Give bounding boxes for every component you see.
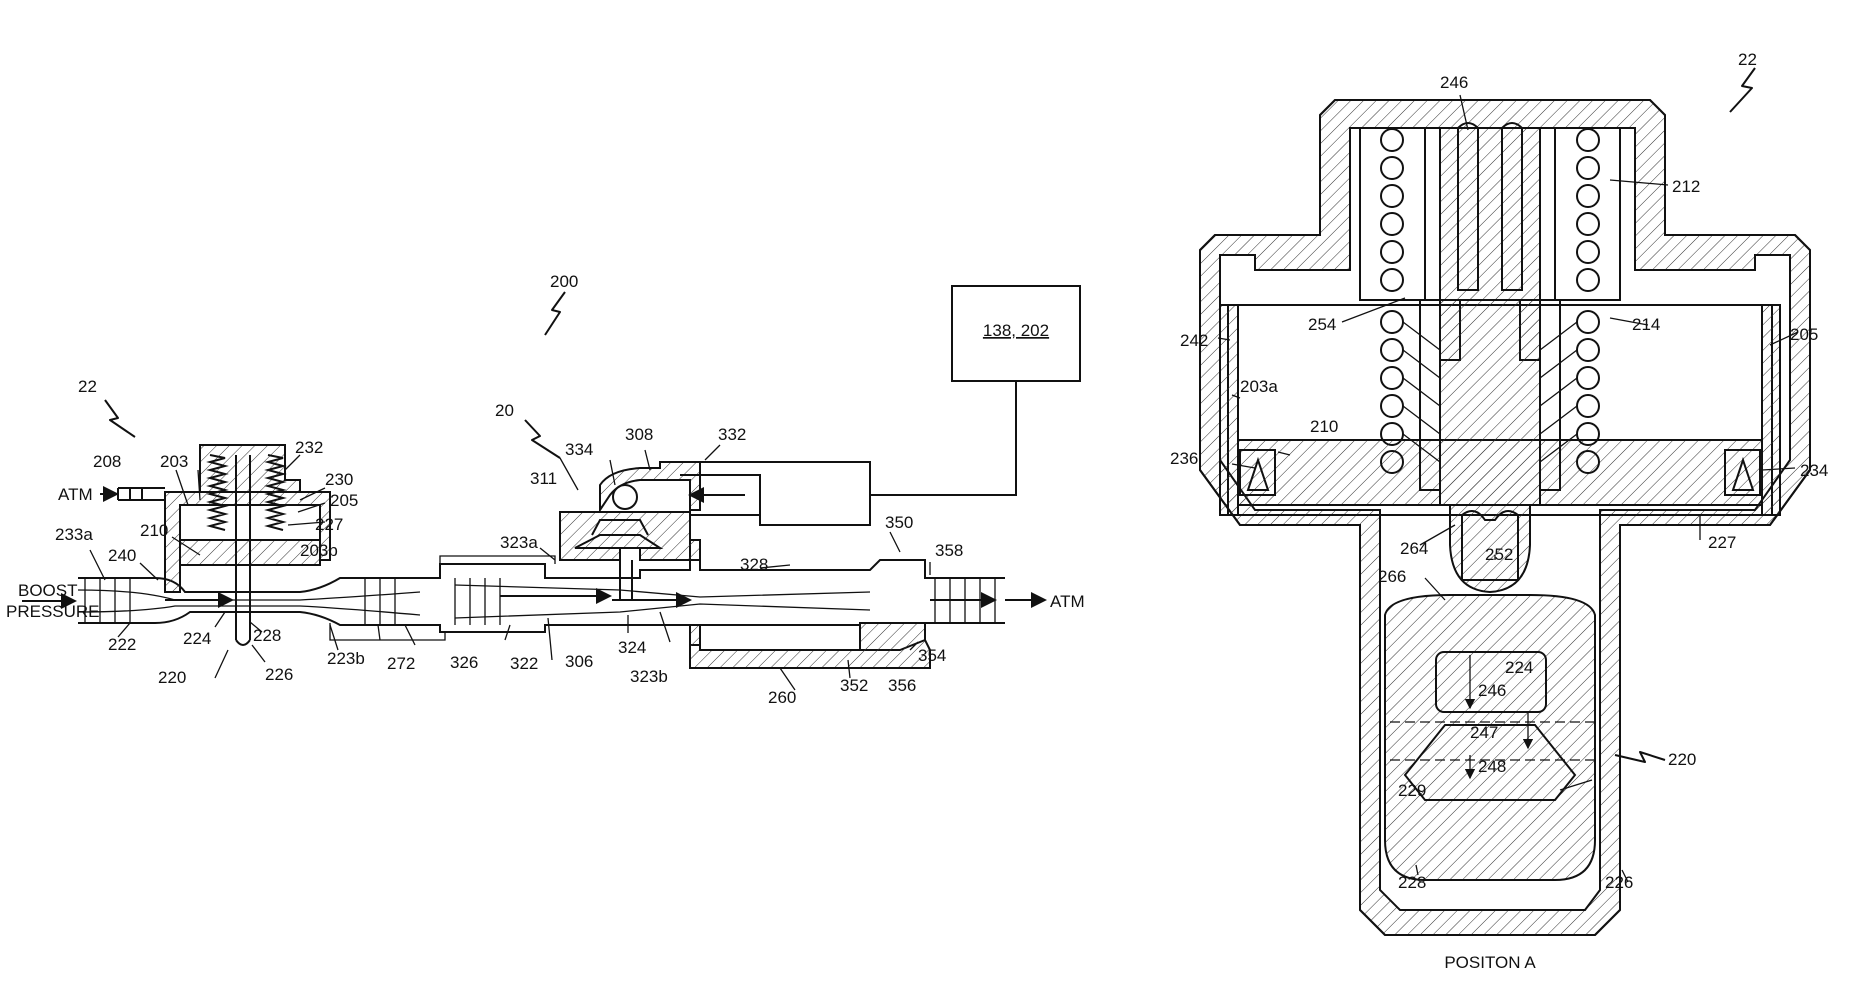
ref-260: 260 [768,688,796,707]
ref-222: 222 [108,635,136,654]
ref-22-left: 22 [78,377,97,396]
pressure-label: PRESSURE [6,602,100,621]
ref-227: 227 [315,515,343,534]
ref-bolt-20 [525,420,560,458]
ref-334: 334 [565,440,593,459]
ref-254: 254 [1308,315,1336,334]
ref-272: 272 [387,654,415,673]
ref-352: 352 [840,676,868,695]
ref-233a: 233a [55,525,93,544]
lower-housing-260 [690,623,930,668]
wall-203a-right [1762,305,1780,515]
ref-242: 242 [1180,331,1208,350]
boost-label: BOOST [18,581,78,600]
ref-227-right: 227 [1708,533,1736,552]
left-figure: 138, 202 200 22 20 ATM ATM BOOST PRESSUR… [6,272,1085,707]
ref-266: 266 [1378,567,1406,586]
ref-358: 358 [935,541,963,560]
ref-212: 212 [1672,177,1700,196]
ref-220: 220 [158,668,186,687]
ref-226: 226 [265,665,293,684]
ref-332: 332 [718,425,746,444]
valve-ball-334 [613,485,637,509]
ref-203: 203 [160,452,188,471]
ref-205: 205 [330,491,358,510]
ref-356: 356 [888,676,916,695]
ref-203b: 203b [300,541,338,560]
ref-205-right: 205 [1790,325,1818,344]
ref-326: 326 [450,653,478,672]
ref-bolt-22 [105,400,135,437]
ref-324: 324 [618,638,646,657]
ref-203a: 203a [1240,377,1278,396]
ref-20: 20 [495,401,514,420]
ref-22-right: 22 [1738,50,1757,69]
ref-220-right: 220 [1668,750,1696,769]
ref-323b: 323b [630,667,668,686]
ref-210: 210 [140,521,168,540]
ref-323a: 323a [500,533,538,552]
ref-240: 240 [108,546,136,565]
ref-bolt-200 [545,292,565,335]
controller-box-label: 138, 202 [983,321,1049,340]
ref-308: 308 [625,425,653,444]
right-figure: 22 246 212 214 254 242 203a 205 210 236 … [1170,50,1828,972]
ref-350: 350 [885,513,913,532]
ref-311: 311 [530,469,557,488]
ref-328: 328 [740,555,768,574]
wall-203a-left [1220,305,1238,515]
ref-306: 306 [565,652,593,671]
lower-bypass-channel [330,556,555,640]
piston-hub [1440,300,1540,505]
ref-354: 354 [918,646,946,665]
ref-236: 236 [1170,449,1198,468]
ref-223b: 223b [327,649,365,668]
ref-322: 322 [510,654,538,673]
atm-label-right: ATM [1050,592,1085,611]
ref-224-right: 224 [1505,658,1533,677]
ref-264: 264 [1400,539,1428,558]
ref-bolt-22-right [1730,68,1755,112]
ref-228: 228 [253,626,281,645]
ref-252: 252 [1485,545,1513,564]
ref-208: 208 [93,452,121,471]
ref-232: 232 [295,438,323,457]
ref-226-right: 226 [1605,873,1633,892]
ref-246-top: 246 [1440,73,1468,92]
controller-wire [870,381,1016,495]
ref-234: 234 [1800,461,1828,480]
ref-214: 214 [1632,315,1660,334]
ref-228-right: 228 [1398,873,1426,892]
ref-246-dim: 246 [1478,681,1506,700]
ref-210-right: 210 [1310,417,1338,436]
second-venturi-contour [455,585,870,618]
atm-label-left: ATM [58,485,93,504]
ref-248: 248 [1478,757,1506,776]
ref-247: 247 [1470,723,1498,742]
position-caption: POSITON A [1444,953,1536,972]
atm-inlet-208 [118,488,165,500]
ref-bolt-220-right [1615,752,1665,762]
stem-306 [612,560,640,600]
ref-229: 229 [1398,781,1426,800]
ref-224: 224 [183,629,211,648]
ref-200: 200 [550,272,578,291]
ref-230: 230 [325,470,353,489]
